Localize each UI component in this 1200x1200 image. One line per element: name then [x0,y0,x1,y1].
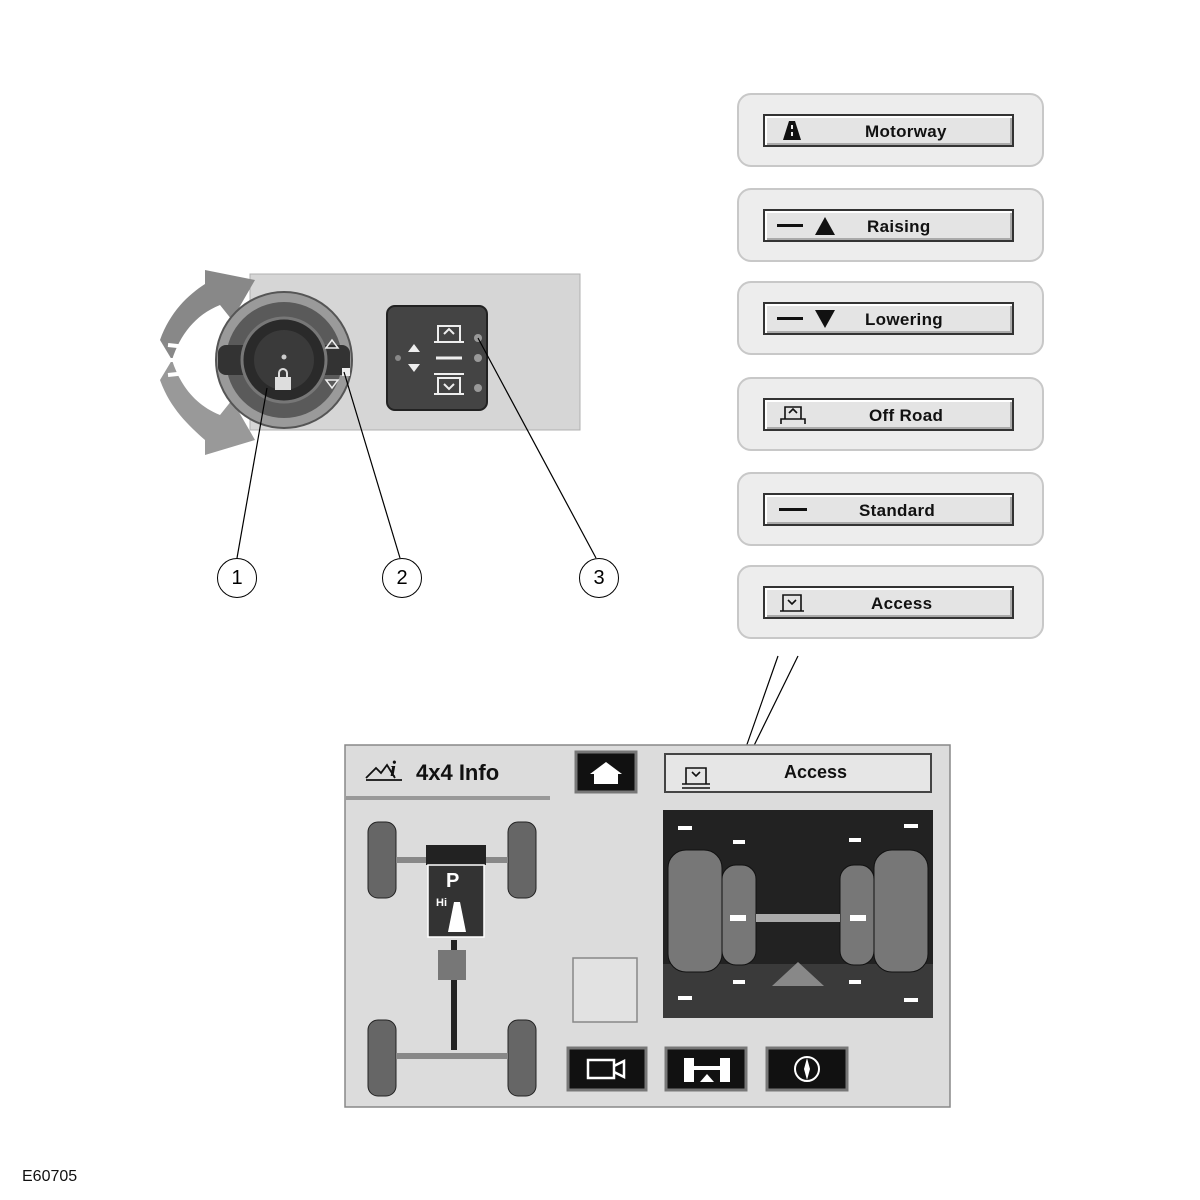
callout-3: 3 [579,558,619,598]
status-label: Access [871,594,933,613]
rotary-knob[interactable] [215,291,353,429]
status-panel-lowering: Lowering [737,281,1044,355]
rotation-arrow-up [160,270,255,360]
status-panel-access: Access [737,565,1044,639]
road-icon [783,121,801,140]
triangle-up-icon [324,338,340,349]
info-screen: i [344,744,951,1108]
triangle-down-icon [324,379,340,390]
vehicle-raised-icon [780,406,806,424]
figure-id: E60705 [22,1168,78,1185]
road-icon [448,902,466,932]
status-label: Lowering [865,310,943,329]
drivetrain-graphic [367,821,537,1097]
screen-title: 4x4 Info [416,760,500,785]
callout-2: 2 [382,558,422,598]
control-console [160,270,581,455]
lock-icon [275,368,291,390]
status-label: Raising [867,217,931,236]
dash-icon [779,508,807,511]
svg-text:i: i [390,756,397,781]
camera-icon [586,1058,626,1080]
vehicle-lowered-icon [434,373,464,395]
status-panel-motorway: Motorway [737,93,1044,167]
range-indicator: Hi [436,897,447,909]
mountain-info-icon: i [365,756,402,781]
status-panel-raising: Raising [737,188,1044,262]
up-down-arrows-icon [408,344,420,372]
rotation-arrow-down [160,360,255,455]
vehicle-raised-icon [434,325,464,343]
home-button[interactable] [574,750,638,794]
home-icon [590,762,622,784]
compass-button[interactable] [765,1046,849,1092]
camera-button[interactable] [566,1046,648,1092]
screen-status-label: Access [784,762,848,782]
status-label: Motorway [865,122,947,141]
callout-1: 1 [217,558,257,598]
vehicle-lowered-icon [780,594,804,612]
arrow-down-icon [777,310,835,328]
mode-switch-panel[interactable] [386,305,488,411]
status-label: Off Road [869,406,944,425]
suspension-button[interactable] [664,1046,748,1092]
blank-indicator [572,957,638,1023]
status-panel-off-road: Off Road [737,377,1044,451]
status-label: Standard [859,501,936,520]
status-panel-standard: Standard [737,472,1044,546]
screen-status-field [664,753,932,793]
gear-indicator: P [446,870,460,892]
vehicle-lowered-icon [682,767,710,789]
suspension-icon [684,1058,730,1082]
compass-icon [794,1056,820,1082]
axle-view [663,810,933,1018]
arrow-up-icon [777,217,835,235]
